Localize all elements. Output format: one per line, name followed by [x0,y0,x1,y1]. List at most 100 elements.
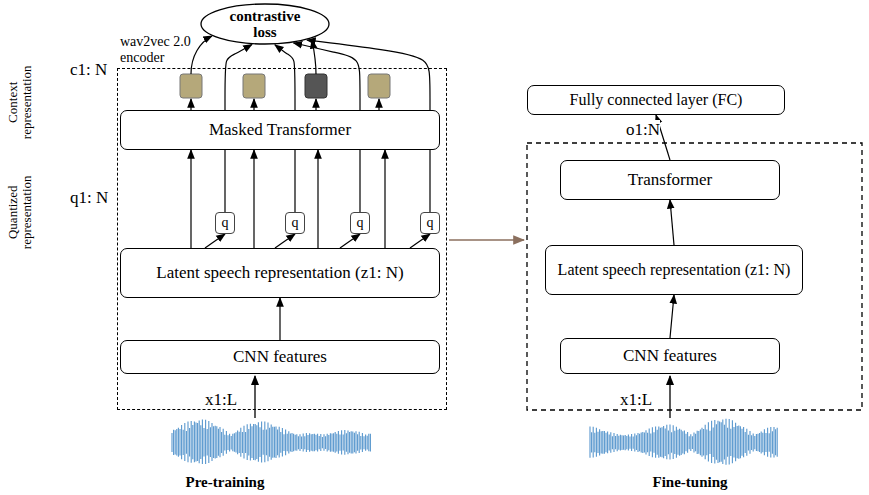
waveform-stroke [359,432,360,453]
waveform-stroke [203,428,204,456]
node-text: q [357,215,364,231]
waveform-stroke [271,424,272,459]
waveform-stroke [669,425,670,460]
waveform-stroke [306,433,307,452]
arrow-connector [275,234,295,248]
input-arrow [669,376,670,418]
waveform-stroke [761,431,762,453]
waveform-stroke [338,431,339,454]
waveform-stroke [362,433,363,452]
cnn-box: CNN features [560,338,780,374]
waveform-stroke [701,428,702,457]
waveform-stroke [594,433,595,452]
waveform-stroke [626,436,627,449]
waveform-stroke [368,434,369,452]
waveform-stroke [336,434,337,452]
waveform-stroke [274,427,275,458]
waveform-stroke [597,432,598,453]
waveform-stroke [357,434,358,451]
waveform-stroke [237,431,238,455]
waveform-stroke [173,430,174,455]
waveform-stroke [777,428,778,457]
waveform-stroke [607,431,608,453]
waveform-stroke [735,423,736,462]
waveform-stroke [599,429,600,455]
waveform-stroke [591,432,592,452]
waveform-stroke [227,435,228,450]
waveform-stroke [296,434,297,450]
waveform-stroke [319,436,320,449]
waveform-stroke [315,435,316,450]
quantized-symbol: q1: N [70,188,108,208]
waveform-stroke [756,434,757,451]
context-square [180,74,202,98]
waveform-stroke [287,434,288,452]
waveform-stroke [282,428,283,457]
waveform-stroke [657,430,658,455]
waveform-stroke [219,427,220,457]
waveform-stroke [263,430,264,455]
waveform-stroke [335,432,336,453]
waveform-stroke [175,430,176,454]
context-square [305,74,327,98]
context-symbol: c1: N [70,60,107,80]
waveform-stroke [711,421,712,463]
waveform-stroke [349,432,350,453]
waveform-stroke [304,436,305,449]
node-text: Masked Transformer [209,120,351,140]
waveform-stroke [682,431,683,453]
arrow-connector [317,150,318,248]
waveform-stroke [765,433,766,452]
waveform-stroke [677,430,678,455]
waveforms [172,419,777,465]
waveform-stroke [773,427,774,457]
node-text: Latent speech representation (z1: N) [558,261,791,279]
waveform-stroke [211,423,212,461]
waveform-stroke [629,437,630,449]
waveform-stroke [709,431,710,454]
waveform-stroke [327,434,328,452]
waveform-stroke [323,434,324,451]
waveform-stroke [751,435,752,450]
waveform-stroke [724,425,725,460]
waveform-stroke [311,434,312,451]
waveform-stroke [706,429,707,455]
waveform-stroke [604,431,605,454]
arrow-connector [205,234,225,248]
waveform-stroke [183,430,184,455]
waveform-stroke [208,421,209,463]
waveform-stroke [200,425,201,459]
waveform-stroke [725,419,726,465]
waveform-stroke [652,427,653,457]
waveform-stroke [367,436,368,450]
waveform-stroke [623,435,624,449]
waveform-stroke [275,426,276,458]
waveform-stroke [346,433,347,452]
waveform-stroke [601,431,602,453]
waveform-stroke [231,436,232,450]
waveform-stroke [615,436,616,449]
waveform-stroke [247,424,248,460]
waveform-stroke [197,423,198,461]
waveform-stroke [215,426,216,459]
waveform-stroke [251,426,252,458]
waveform-stroke [352,431,353,453]
waveform-stroke [628,435,629,451]
waveform-stroke [621,435,622,450]
waveform-stroke [176,429,177,456]
waveform-stroke [354,433,355,453]
waveform-stroke [634,433,635,451]
waveform-stroke [730,429,731,456]
waveform-stroke [697,431,698,454]
waveform-stroke [266,429,267,455]
waveform-stroke [625,435,626,450]
waveform-stroke [681,430,682,455]
arrow-connector [670,200,674,245]
waveform-stroke [641,433,642,453]
waveform-stroke [187,422,188,463]
waveform-stroke [698,431,699,454]
waveform-stroke [343,435,344,451]
waveform-stroke [605,433,606,452]
waveform-stroke [665,429,666,456]
axis-label: Context representation [6,52,35,152]
